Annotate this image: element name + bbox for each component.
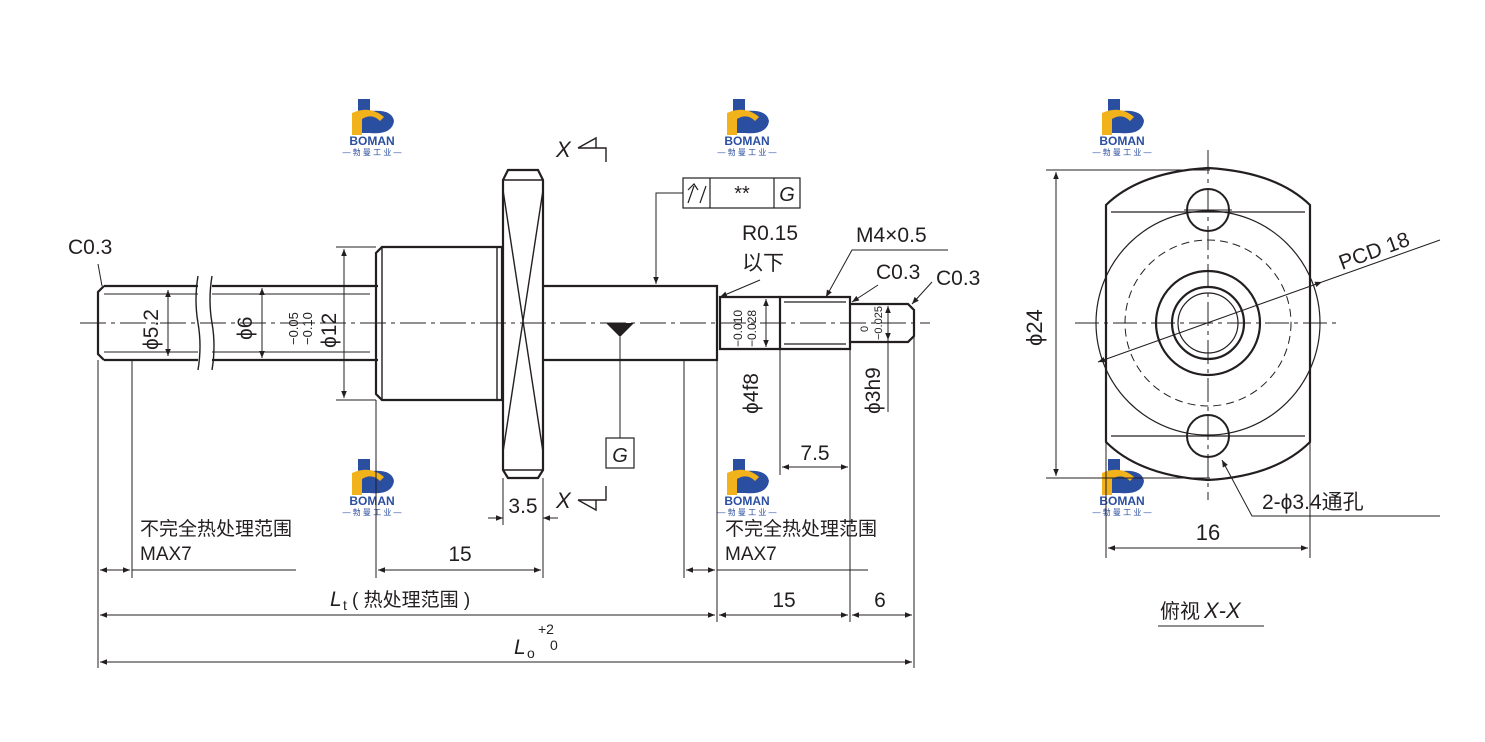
chamfer-right-label: C0.3 [936, 267, 980, 290]
heat-note-right-2: MAX7 [725, 544, 777, 565]
svg-text:0: 0 [550, 637, 558, 653]
dim-6-label: 6 [874, 589, 886, 612]
radius-note-2: 以下 [742, 252, 784, 275]
logo-subtitle: — 勃 曼 工 业 — [717, 147, 776, 157]
svg-text:X-X: X-X [1203, 598, 1242, 623]
thread-length-label: 7.5 [800, 442, 829, 465]
flange-view-dimensions [1046, 169, 1441, 627]
logo-subtitle: — 勃 曼 工 业 — [342, 507, 401, 517]
thin-lines [80, 293, 930, 353]
lo-label: L o +2 0 [514, 621, 558, 661]
boman-logo: BOMAN — 勃 曼 工 业 — [717, 99, 777, 157]
outer-dia-label: ϕ24 [1022, 309, 1047, 346]
boman-logo: BOMAN — 勃 曼 工 业 — [342, 459, 402, 517]
flange-view [1075, 150, 1340, 500]
svg-text:+2: +2 [538, 621, 554, 637]
chamfer-mid-label: C0.3 [876, 261, 920, 284]
heat-note-left-1: 不完全热处理范围 [140, 518, 292, 540]
dim-15-label: 15 [772, 589, 795, 612]
logo-brand: BOMAN [349, 494, 394, 508]
thread-label: M4×0.5 [856, 224, 927, 247]
logo-brand: BOMAN [1099, 494, 1144, 508]
gdt-value: ** [734, 183, 750, 205]
datum-feature: G [605, 323, 635, 469]
dia-left-shaft-label: ϕ6 [234, 317, 257, 340]
logo-subtitle: — 勃 曼 工 业 — [717, 507, 776, 517]
boman-logo: BOMAN — 勃 曼 工 业 — [1092, 99, 1152, 157]
logo-subtitle: — 勃 曼 工 业 — [1092, 507, 1151, 517]
datum-label: G [612, 445, 628, 467]
svg-text:俯视: 俯视 [1160, 600, 1200, 623]
boman-logo: BOMAN — 勃 曼 工 业 — [342, 99, 402, 157]
d4-tol-upper: −0.010 [731, 310, 745, 347]
heat-note-right-1: 不完全热处理范围 [725, 518, 877, 540]
radius-note-1: R0.15 [742, 222, 798, 245]
d4-fit-label: ϕ4f8 [740, 373, 763, 414]
d3-tol-upper: 0 [859, 326, 871, 332]
runout-icon [687, 183, 707, 204]
shaft-labels: C0.3 ϕ5.2 ϕ6 −0.05 −0.10 ϕ12 3.5 15 不完全热… [68, 222, 980, 661]
svg-text:X: X [555, 488, 572, 513]
svg-text:t: t [343, 597, 347, 613]
logo-subtitle: — 勃 曼 工 业 — [1092, 147, 1151, 157]
boman-logo: BOMAN — 勃 曼 工 业 — [717, 459, 777, 517]
svg-text:L: L [330, 588, 342, 611]
svg-text:o: o [527, 645, 535, 661]
heat-note-left-2: MAX7 [140, 544, 192, 565]
logo-subtitle: — 勃 曼 工 业 — [342, 147, 401, 157]
nut-dia-label: ϕ12 [318, 313, 341, 348]
holes-label: 2-ϕ3.4通孔 [1262, 491, 1364, 514]
logo-brand: BOMAN [724, 134, 769, 148]
nut-tol-upper: −0.05 [286, 312, 301, 345]
width-label: 16 [1196, 520, 1220, 545]
nut-tol-lower: −0.10 [300, 312, 315, 345]
logo-brand: BOMAN [1099, 134, 1144, 148]
nut-length-label: 15 [448, 543, 471, 566]
left-chamfer-label: C0.3 [68, 236, 112, 259]
pcd-label: PCD 18 [1336, 228, 1413, 275]
svg-text:( 热处理范围 ): ( 热处理范围 ) [352, 589, 470, 611]
svg-text:L: L [514, 636, 526, 659]
flange-width-label: 3.5 [508, 495, 537, 518]
shaft-dimensions [97, 246, 948, 668]
d4-tol-lower: −0.028 [745, 310, 759, 347]
logo-brand: BOMAN [349, 134, 394, 148]
d3-tol-lower: −0.025 [873, 306, 885, 340]
dia-left-end-label: ϕ5.2 [140, 309, 163, 350]
section-mark-top: X [555, 136, 607, 162]
shaft-outline [96, 168, 916, 480]
section-mark-bottom: X [555, 486, 607, 513]
d3-fit-label: ϕ3h9 [862, 367, 885, 414]
view-caption: 俯视 X-X [1160, 598, 1242, 623]
gdt-datum: G [779, 184, 795, 206]
logo-brand: BOMAN [724, 494, 769, 508]
lt-label: L t ( 热处理范围 ) [330, 588, 470, 613]
svg-text:X: X [555, 137, 572, 162]
boman-logo: BOMAN — 勃 曼 工 业 — [1092, 459, 1152, 517]
gdt-frame: ** G [653, 177, 801, 284]
